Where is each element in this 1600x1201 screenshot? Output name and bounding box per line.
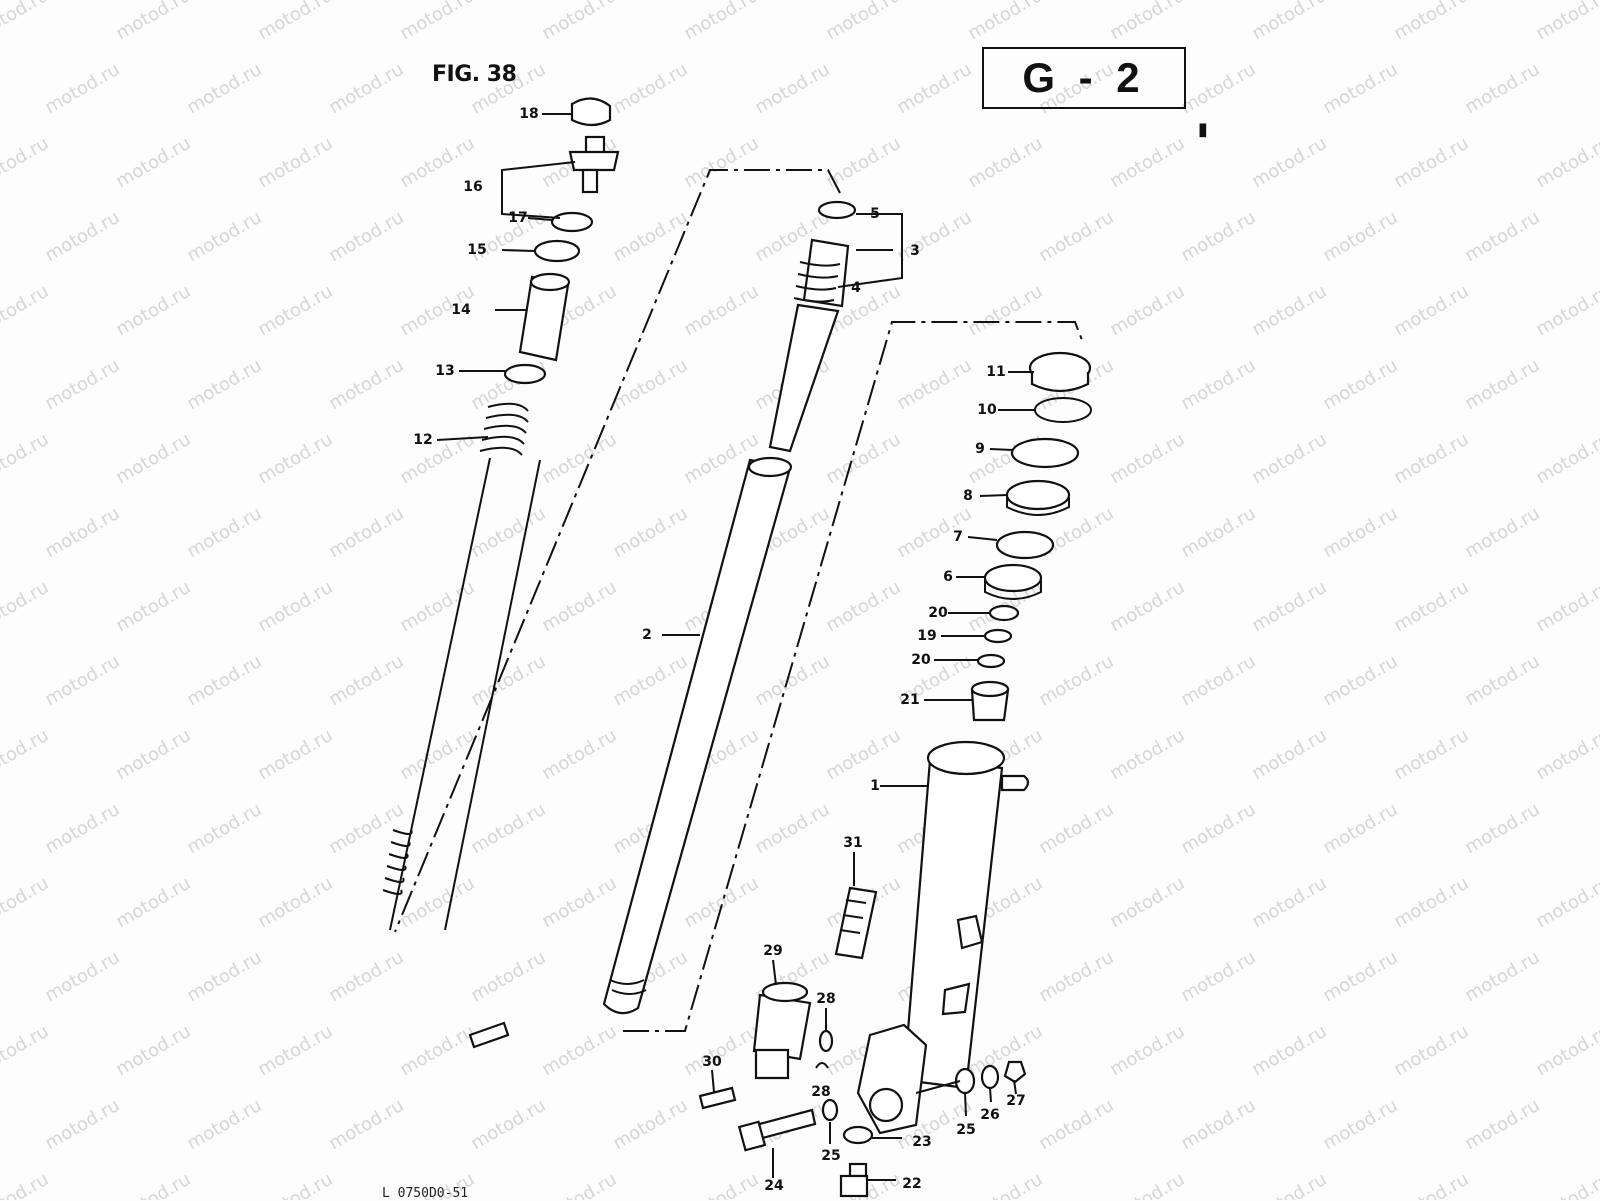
callout-13: 13	[435, 363, 455, 379]
part-30-screw	[698, 1086, 737, 1110]
callout-14: 14	[451, 302, 471, 318]
callout-6: 6	[943, 569, 953, 585]
part-15-washer	[533, 239, 581, 263]
callout-5: 5	[870, 206, 880, 222]
callout-19: 19	[917, 628, 937, 644]
callout-21: 21	[900, 692, 920, 708]
callout-28-lower: 28	[811, 1084, 831, 1100]
part-10-clip	[1034, 397, 1092, 423]
part-9-ring	[1010, 437, 1080, 469]
callout-22: 22	[902, 1176, 922, 1192]
callout-2: 2	[642, 627, 652, 643]
callout-25-left: 25	[821, 1148, 841, 1164]
fork-spring	[382, 402, 541, 931]
callout-29: 29	[763, 943, 783, 959]
part-17-oring	[550, 211, 594, 233]
callout-16: 16	[463, 179, 483, 195]
callout-9: 9	[975, 441, 985, 457]
page-marker: ▮	[1198, 119, 1208, 140]
part-1-outer-tube	[856, 740, 1030, 1135]
part-23-gasket	[842, 1125, 874, 1145]
part-25-washer-a	[821, 1098, 839, 1122]
part-22-drain-bolt	[839, 1162, 869, 1198]
part-13-seat	[503, 363, 547, 385]
part-31-label	[834, 886, 878, 960]
callout-26: 26	[980, 1107, 1000, 1123]
part-6-bushing	[983, 563, 1043, 593]
callout-1: 1	[870, 778, 880, 794]
inner-tube-bracket	[394, 169, 1083, 1032]
callout-17: 17	[508, 210, 528, 226]
part-28-clip	[815, 1062, 829, 1069]
part-8-oil-seal	[1005, 479, 1071, 511]
part-18-cap	[570, 97, 612, 127]
callout-11: 11	[986, 364, 1006, 380]
drawing-code: L 0750D0-51	[382, 1186, 469, 1201]
callout-8: 8	[963, 488, 973, 504]
part-16-bolt	[568, 135, 620, 194]
callout-24: 24	[764, 1178, 784, 1194]
callout-20-upper: 20	[928, 605, 948, 621]
callout-25-right: 25	[956, 1122, 976, 1138]
figure-title: FIG. 38	[432, 62, 517, 87]
callout-12: 12	[413, 432, 433, 448]
damper-rod	[768, 200, 857, 453]
callout-27: 27	[1006, 1093, 1026, 1109]
part-29-valve	[752, 981, 812, 1080]
callout-31: 31	[843, 835, 863, 851]
callout-3: 3	[910, 243, 920, 259]
part-14-spacer	[518, 272, 571, 362]
callout-10: 10	[977, 402, 997, 418]
front-arrow-icon	[468, 1021, 510, 1049]
callout-30: 30	[702, 1054, 722, 1070]
part-2-inner-tube	[602, 456, 793, 1015]
callout-18: 18	[519, 106, 539, 122]
page-code-box: G - 2	[982, 47, 1186, 109]
axle-line	[915, 1080, 961, 1094]
part-7-washer	[995, 530, 1055, 560]
part-26-lock-washer	[980, 1064, 1000, 1090]
callout-7: 7	[953, 529, 963, 545]
part-27-nut	[1003, 1060, 1027, 1084]
part-24-axle-bolt	[737, 1108, 817, 1152]
callout-15: 15	[467, 242, 487, 258]
callout-23: 23	[912, 1134, 932, 1150]
callout-20-lower: 20	[911, 652, 931, 668]
callout-4: 4	[851, 280, 861, 296]
callout-28-upper: 28	[816, 991, 836, 1007]
part-28-oring	[818, 1029, 834, 1053]
right-seal-stack	[970, 351, 1092, 722]
leader-lines	[436, 113, 1036, 1181]
